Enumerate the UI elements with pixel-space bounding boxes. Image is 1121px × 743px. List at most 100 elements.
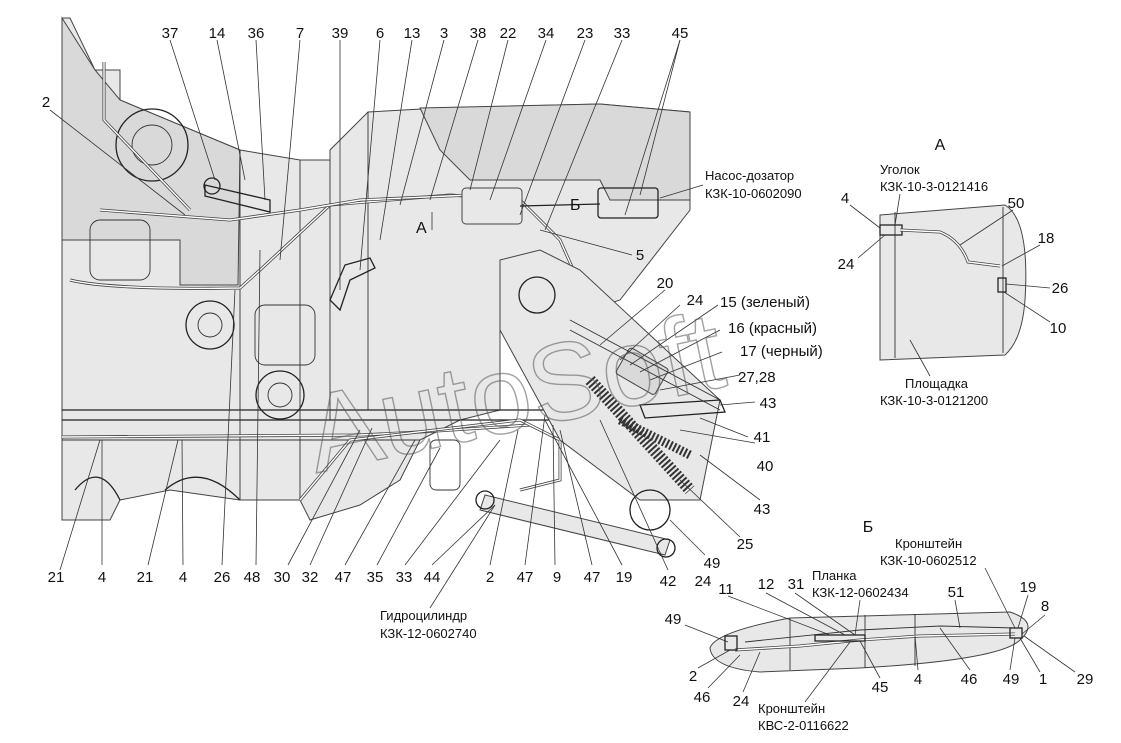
main-view bbox=[61, 16, 726, 558]
callout-23: 23 bbox=[577, 25, 594, 42]
callout-45-top: 45 bbox=[672, 25, 689, 42]
callout-32: 32 bbox=[302, 569, 319, 586]
bracket-label-name: Кронштейн bbox=[895, 536, 962, 551]
callout-47-a: 47 bbox=[335, 569, 352, 586]
platform-plate bbox=[879, 204, 1027, 361]
callout-40: 40 bbox=[757, 458, 774, 475]
callout-41: 41 bbox=[754, 429, 771, 446]
view-b-callout-46-right: 46 bbox=[961, 671, 978, 688]
cylinder-label-name: Гидроцилиндр bbox=[380, 608, 467, 623]
callout-30: 30 bbox=[274, 569, 291, 586]
callout-33-bottom: 33 bbox=[396, 569, 413, 586]
view-a-callout-18: 18 bbox=[1038, 230, 1055, 247]
view-b-callout-45: 45 bbox=[872, 679, 889, 696]
mount-circle-2-inner bbox=[197, 312, 223, 338]
view-a-callout-10: 10 bbox=[1050, 320, 1067, 337]
callout-39: 39 bbox=[332, 25, 349, 42]
pump-label-code: КЗК-10-0602090 bbox=[705, 186, 802, 201]
callout-24-bottom: 24 bbox=[695, 573, 712, 590]
view-b-callout-49-left: 49 bbox=[665, 611, 682, 628]
view-b-strip bbox=[814, 634, 866, 642]
view-b-callout-24: 24 bbox=[733, 693, 750, 710]
callout-25: 25 bbox=[737, 536, 754, 553]
angle-label-name: Уголок bbox=[880, 162, 920, 177]
detail-view-a: А Уголок КЗК-10-3-0121416 Площадка КЗК-1… bbox=[838, 137, 1069, 408]
wheel-arch-right bbox=[164, 476, 241, 501]
wheel-arch-left bbox=[74, 476, 121, 501]
callout-38: 38 bbox=[470, 25, 487, 42]
callout-2-bottom: 2 bbox=[486, 569, 494, 586]
callout-36: 36 bbox=[248, 25, 265, 42]
callout-9: 9 bbox=[553, 569, 561, 586]
spiral-hose-bundle-2 bbox=[617, 415, 693, 460]
pump-block bbox=[597, 187, 659, 219]
view-b-marker: Б bbox=[570, 197, 581, 214]
mount-circle-1 bbox=[115, 108, 189, 182]
main-callouts: 37 14 36 7 39 6 13 3 38 22 34 23 33 45 2… bbox=[42, 25, 823, 641]
view-a-title: А bbox=[935, 137, 946, 154]
callout-22: 22 bbox=[500, 25, 517, 42]
view-a-fitting bbox=[997, 277, 1007, 293]
view-b-callout-4: 4 bbox=[914, 671, 922, 688]
callout-4-a: 4 bbox=[98, 569, 106, 586]
mount-circle-3 bbox=[255, 370, 305, 420]
cab-block bbox=[419, 103, 691, 201]
callout-20: 20 bbox=[657, 275, 674, 292]
cylinder-eye-right bbox=[656, 538, 676, 558]
view-b-callout-1: 1 bbox=[1039, 671, 1047, 688]
callout-43-b: 43 bbox=[754, 501, 771, 518]
callout-4-b: 4 bbox=[179, 569, 187, 586]
frame-opening-3 bbox=[429, 439, 461, 491]
callout-33-top: 33 bbox=[614, 25, 631, 42]
callout-34: 34 bbox=[538, 25, 555, 42]
hose-17-label: 17 (черный) bbox=[740, 343, 823, 360]
view-b-callout-8: 8 bbox=[1041, 598, 1049, 615]
pad-label-name: Площадка bbox=[905, 376, 969, 391]
view-b-callout-12: 12 bbox=[758, 576, 775, 593]
callout-5: 5 bbox=[636, 247, 644, 264]
bracket-39 bbox=[329, 257, 376, 312]
view-b-callout-49-right: 49 bbox=[1003, 671, 1020, 688]
callout-19: 19 bbox=[616, 569, 633, 586]
view-a-callout-24: 24 bbox=[838, 256, 855, 273]
strip-label-code: КЗК-12-0602434 bbox=[812, 585, 909, 600]
callout-2-left: 2 bbox=[42, 94, 50, 111]
callout-49: 49 bbox=[704, 555, 721, 572]
callout-14: 14 bbox=[209, 25, 226, 42]
hose-16-label: 16 (красный) bbox=[728, 320, 817, 337]
callout-47-b: 47 bbox=[517, 569, 534, 586]
view-b-callout-46-left: 46 bbox=[694, 689, 711, 706]
pump-label-name: Насос-дозатор bbox=[705, 168, 794, 183]
pad-label-code: КЗК-10-3-0121200 bbox=[880, 393, 988, 408]
pump-link bbox=[519, 203, 601, 207]
callout-48: 48 bbox=[244, 569, 261, 586]
view-b-callout-29: 29 bbox=[1077, 671, 1094, 688]
frame-opening-1 bbox=[89, 219, 151, 281]
view-b-callout-31: 31 bbox=[788, 576, 805, 593]
angle-label-code: КЗК-10-3-0121416 bbox=[880, 179, 988, 194]
callout-47-c: 47 bbox=[584, 569, 601, 586]
cylinder-eye-left bbox=[475, 490, 495, 510]
callout-7: 7 bbox=[296, 25, 304, 42]
callout-26: 26 bbox=[214, 569, 231, 586]
strip-label-name: Планка bbox=[812, 568, 857, 583]
item-27-28-label: 27,28 bbox=[738, 369, 776, 386]
view-a-callout-50: 50 bbox=[1008, 195, 1025, 212]
mount-circle-2 bbox=[185, 300, 235, 350]
bracket2-label-code: КВС-2-0116622 bbox=[758, 718, 849, 733]
view-b-callout-11: 11 bbox=[718, 581, 734, 598]
bracket-37 bbox=[204, 184, 271, 213]
view-b-callout-51: 51 bbox=[948, 584, 965, 601]
view-b-beam bbox=[709, 611, 1029, 673]
callout-3: 3 bbox=[440, 25, 448, 42]
callout-37: 37 bbox=[162, 25, 179, 42]
view-b-callout-19: 19 bbox=[1020, 579, 1037, 596]
spiral-hose-bundle bbox=[585, 375, 695, 495]
view-b-hose-2 bbox=[744, 625, 1016, 643]
view-b-bracket-left bbox=[724, 635, 738, 651]
bracket2-label-name: Кронштейн bbox=[758, 701, 825, 716]
cylinder-label-code: КЗК-12-0602740 bbox=[380, 626, 477, 641]
steering-arm bbox=[639, 399, 726, 419]
steering-cylinder bbox=[479, 494, 671, 556]
